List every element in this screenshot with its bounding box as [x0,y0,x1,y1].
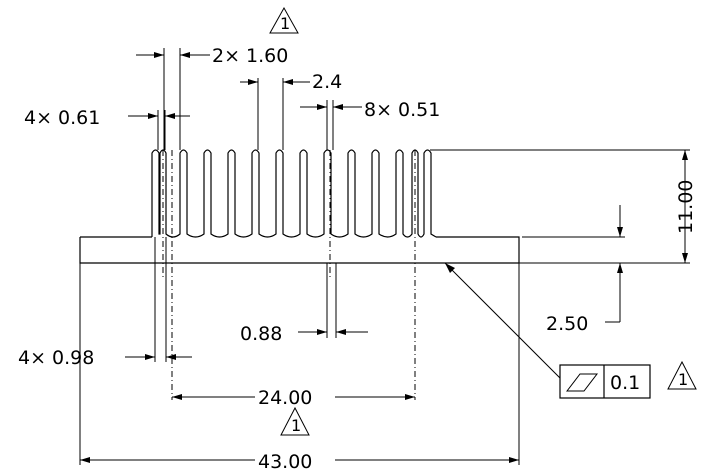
svg-text:1: 1 [291,416,301,435]
dim-fin-width-8x: 8× 0.51 [364,99,440,121]
revision-markers: 1 1 1 [269,6,697,436]
dimension-lines [79,48,690,465]
dim-gap: 0.88 [240,323,282,345]
dim-fin-width-4x: 4× 0.61 [24,107,100,129]
dim-root-4x: 4× 0.98 [18,347,94,369]
svg-text:1: 1 [280,14,290,33]
centerlines [162,150,416,400]
dim-base-thickness: 2.50 [546,313,588,335]
heatsink-profile [79,149,520,264]
revision-triangle-icon: 1 [280,406,310,436]
flatness-symbol-icon [565,373,599,392]
dim-overall-width: 43.00 [258,451,312,473]
dim-fin-pitch-pair: 2× 1.60 [212,45,288,67]
revision-triangle-icon: 1 [667,360,697,390]
dim-inner-span: 24.00 [258,387,312,409]
revision-triangle-icon: 1 [269,6,299,34]
dim-fin-spacing: 2.4 [312,71,342,93]
flatness-control-frame: 0.1 [559,364,651,399]
dim-height-total: 11.00 [675,180,697,234]
dimension-labels: 2× 1.60 2.4 8× 0.51 4× 0.61 11.00 2.50 0… [18,42,697,473]
flatness-value: 0.1 [610,372,640,394]
svg-text:1: 1 [678,370,688,389]
